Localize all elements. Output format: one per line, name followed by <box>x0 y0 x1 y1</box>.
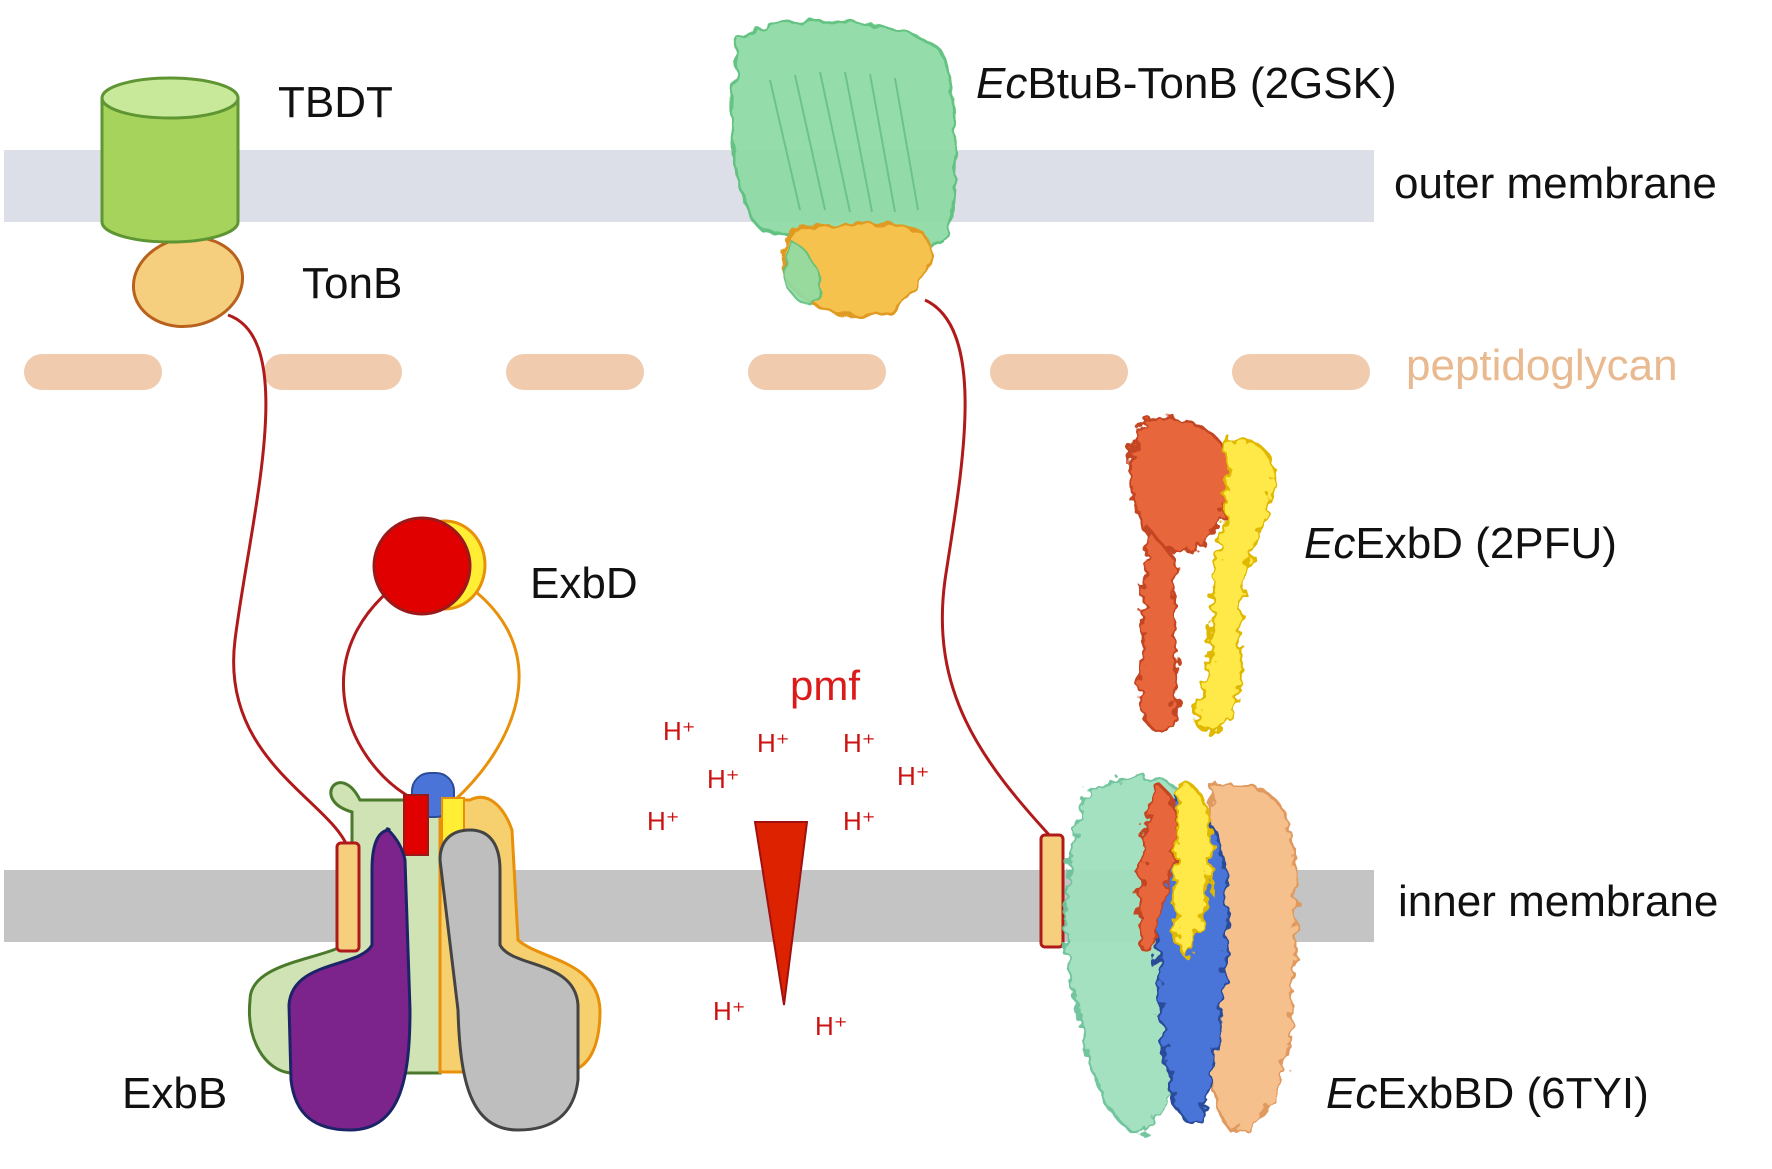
exbbd-structure <box>1064 776 1298 1137</box>
exbb-label: ExbB <box>122 1069 227 1118</box>
exbd-red-domain <box>372 516 472 616</box>
pmf-gradient-wedge <box>753 821 809 1006</box>
peptidoglycan-label: peptidoglycan <box>1406 341 1678 390</box>
proton: H⁺ <box>815 1011 848 1041</box>
exbd-linker-red <box>342 568 419 802</box>
proton: H⁺ <box>713 996 746 1026</box>
proton: H⁺ <box>707 764 740 794</box>
tbdt-label: TBDT <box>278 78 393 127</box>
proton: H⁺ <box>897 761 930 791</box>
tbdt-barrel <box>100 76 240 244</box>
proton: H⁺ <box>647 806 680 836</box>
pmf-label: pmf <box>790 662 860 709</box>
proton: H⁺ <box>757 728 790 758</box>
exbd-label: ExbD <box>530 559 638 608</box>
exbd-helix-red <box>403 794 429 856</box>
proton: H⁺ <box>843 728 876 758</box>
outer-membrane-label: outer membrane <box>1394 159 1717 208</box>
proton: H⁺ <box>843 806 876 836</box>
exbd-linker-yellow <box>451 573 521 802</box>
inner-membrane-label: inner membrane <box>1398 877 1718 926</box>
exbd-structure <box>1129 416 1275 735</box>
btub-tonb-structure-label: EcBtuB-TonB (2GSK) <box>976 59 1397 108</box>
exbbd-structure-label: EcExbBD (6TYI) <box>1326 1069 1649 1118</box>
peptidoglycan-layer <box>24 354 1370 390</box>
tonb-tm-helix-right <box>1039 833 1065 949</box>
btub-tonb-structure <box>730 18 958 318</box>
tonb-linker-left <box>227 313 350 849</box>
exbd-structure-label: EcExbD (2PFU) <box>1304 519 1617 568</box>
tonb-tm-helix-left <box>335 841 361 953</box>
tonb-domain <box>131 235 245 329</box>
tonb-linker-right <box>924 298 1054 840</box>
tonb-label: TonB <box>302 259 402 308</box>
exbb-subunit-purple <box>287 827 412 1132</box>
proton: H⁺ <box>663 716 696 746</box>
exbb-subunit-gray <box>438 828 580 1132</box>
proton-set: H⁺ H⁺ H⁺ H⁺ H⁺ H⁺ H⁺ H⁺ H⁺ <box>647 716 930 1041</box>
